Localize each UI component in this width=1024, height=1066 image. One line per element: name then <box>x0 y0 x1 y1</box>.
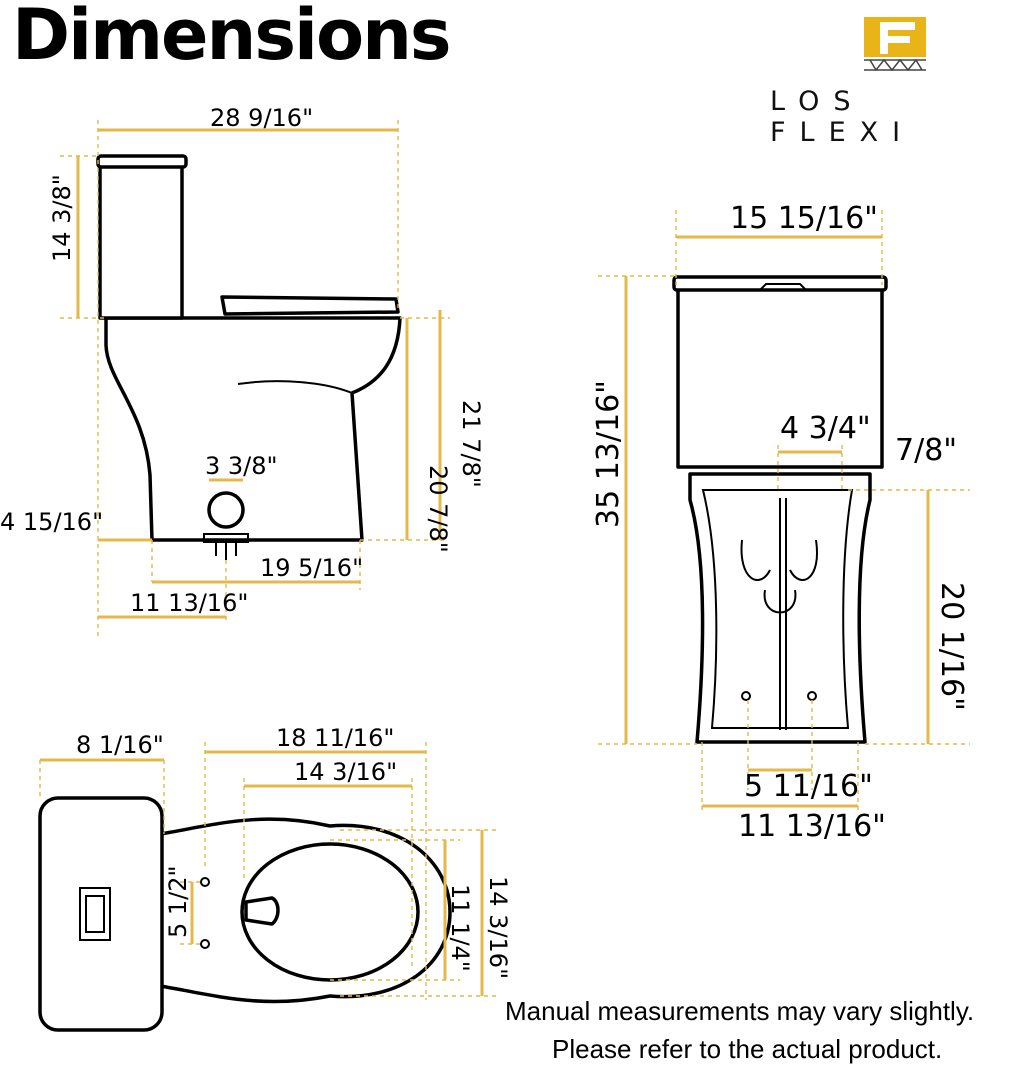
front-bolt-left <box>741 691 751 701</box>
label-base-depth: 19 5/16" <box>260 554 363 582</box>
label-bowl-width: 14 3/16" <box>484 876 512 979</box>
label-opening-width: 11 1/4" <box>446 884 474 972</box>
label-seat-hinge-spacing: 5 1/2" <box>164 865 192 938</box>
disclaimer-line-1: Manual measurements may vary slightly. <box>505 996 975 1026</box>
label-bowl-length: 18 11/16" <box>276 724 394 752</box>
label-tank-width: 15 15/16" <box>730 201 878 236</box>
top-hinge-bolt-lower <box>200 939 210 949</box>
side-tank-lid <box>96 154 188 169</box>
logo-letter-f <box>880 22 915 54</box>
side-bowl-outline <box>104 316 402 542</box>
label-bolt-spacing: 5 11/16" <box>744 769 873 804</box>
label-base-width: 11 13/16" <box>738 809 886 844</box>
top-tank <box>38 796 164 1032</box>
front-base-inner <box>701 489 854 729</box>
label-overall-height: 35 13/16" <box>591 380 626 528</box>
front-flush-button <box>759 283 807 291</box>
page-title: Dimensions <box>12 0 452 76</box>
label-bowl-rim-height: 20 7/8" <box>424 465 452 553</box>
label-seat-height: 21 7/8" <box>457 400 485 488</box>
front-ext-lines <box>598 210 970 812</box>
label-base-height: 20 1/16" <box>934 582 969 711</box>
label-overall-depth: 28 9/16" <box>210 104 313 132</box>
side-seat <box>220 295 400 316</box>
brand-name: LOS FLEXI <box>770 86 915 148</box>
side-view: 28 9/16" 14 3/8" 20 7/8" 21 7/8" 3 3/8" … <box>0 104 485 640</box>
label-outlet-diameter: 3 3/8" <box>205 452 278 480</box>
top-hinge-bolt-upper <box>200 877 210 887</box>
top-flush-button-inner <box>85 895 105 933</box>
top-seat-bumper <box>244 896 280 926</box>
label-tank-height: 14 3/8" <box>48 174 76 262</box>
side-outlet-circle <box>207 491 245 529</box>
top-view: 8 1/16" 18 11/16" 14 3/16" 5 1/2" 11 1/4… <box>38 724 512 1032</box>
label-base-back-offset: 4 15/16" <box>0 508 103 536</box>
front-trapway <box>740 498 818 730</box>
label-tank-depth: 8 1/16" <box>76 731 164 759</box>
side-tank <box>98 163 184 320</box>
brand-logo <box>864 17 926 72</box>
logo-base-pattern <box>864 58 926 72</box>
label-rough-in: 11 13/16" <box>130 589 248 617</box>
label-tank-lid-thickness: 7/8" <box>895 433 957 468</box>
side-flange-pipe <box>215 542 237 560</box>
disclaimer-line-2: Please refer to the actual product. <box>552 1034 943 1064</box>
top-ext-lines <box>39 742 496 1000</box>
label-button-spacing: 4 3/4" <box>780 411 871 446</box>
label-seat-opening-length: 14 3/16" <box>294 758 397 786</box>
top-flush-button <box>79 887 111 941</box>
front-view: 15 15/16" 35 13/16" 4 3/4" 7/8" 20 1/16"… <box>591 201 970 844</box>
side-bowl-curve <box>237 380 353 394</box>
front-tank <box>676 285 884 469</box>
